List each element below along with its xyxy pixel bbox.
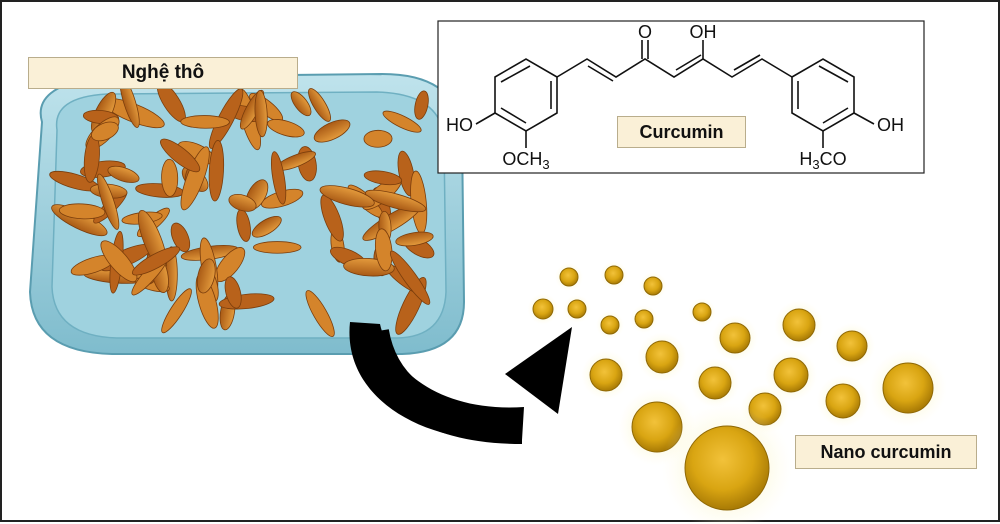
turmeric-root xyxy=(313,119,351,143)
turmeric-root xyxy=(270,151,287,205)
turmeric-root xyxy=(290,91,312,117)
curved-arrow-icon xyxy=(349,322,572,444)
turmeric-root xyxy=(161,158,179,197)
nanoparticle xyxy=(604,265,624,285)
nanoparticle xyxy=(692,302,712,322)
turmeric-root xyxy=(180,146,210,211)
nano-curcumin-label: Nano curcumin xyxy=(795,435,977,469)
nanoparticle xyxy=(719,322,751,354)
enol-hydroxyl: OH xyxy=(690,22,717,42)
turmeric-root xyxy=(253,241,302,254)
turmeric-root xyxy=(363,129,393,148)
turmeric-root xyxy=(91,121,119,142)
nanoparticle xyxy=(634,309,654,329)
turmeric-root xyxy=(107,165,140,183)
turmeric-root xyxy=(228,193,257,212)
turmeric-root xyxy=(389,250,431,305)
turmeric-root xyxy=(382,110,422,133)
turmeric-root xyxy=(224,276,242,309)
turmeric-root xyxy=(160,138,201,173)
nanoparticle xyxy=(600,315,620,335)
left-hydroxyl: HO xyxy=(446,115,473,135)
left-methoxy: OCH3 xyxy=(502,149,549,172)
turmeric-root xyxy=(363,170,403,186)
turmeric-root xyxy=(131,246,181,276)
nanoparticle xyxy=(882,362,934,414)
raw-turmeric-label: Nghệ thô xyxy=(28,57,298,89)
turmeric-root xyxy=(374,228,393,272)
turmeric-root xyxy=(305,290,335,337)
curcumin-structure: O OH HO OCH3 OH H3CO xyxy=(437,20,925,174)
turmeric-roots xyxy=(49,76,435,337)
nanoparticle xyxy=(773,357,809,393)
turmeric-root xyxy=(161,288,192,334)
nanoparticle xyxy=(782,308,816,342)
turmeric-root xyxy=(364,189,427,213)
nanoparticle xyxy=(836,330,868,362)
turmeric-root xyxy=(170,222,191,253)
turmeric-root xyxy=(254,89,268,138)
nanoparticle xyxy=(645,340,679,374)
right-methoxy: H3CO xyxy=(799,149,846,172)
turmeric-root xyxy=(414,90,429,120)
curcumin-label: Curcumin xyxy=(617,116,746,148)
turmeric-tray-photo xyxy=(28,72,466,355)
nanoparticle xyxy=(559,267,579,287)
nanoparticle xyxy=(698,366,732,400)
nanoparticle xyxy=(684,425,770,511)
turmeric-root xyxy=(196,258,216,294)
nanoparticle xyxy=(825,383,861,419)
nanoparticle-cluster xyxy=(527,261,947,524)
turmeric-root xyxy=(180,115,230,129)
turmeric-root xyxy=(100,240,138,283)
nanoparticle xyxy=(567,299,587,319)
nanoparticle xyxy=(643,276,663,296)
turmeric-root xyxy=(308,88,331,122)
turmeric-root xyxy=(267,119,305,138)
right-hydroxyl: OH xyxy=(877,115,904,135)
turmeric-root xyxy=(58,203,106,220)
nanoparticle xyxy=(532,298,554,320)
carbonyl-oxygen: O xyxy=(638,22,652,42)
turmeric-root xyxy=(319,185,375,208)
turmeric-root xyxy=(208,140,225,202)
turmeric-root xyxy=(97,173,120,230)
nanoparticle xyxy=(589,358,623,392)
turmeric-root xyxy=(395,231,434,247)
turmeric-root xyxy=(251,215,282,238)
